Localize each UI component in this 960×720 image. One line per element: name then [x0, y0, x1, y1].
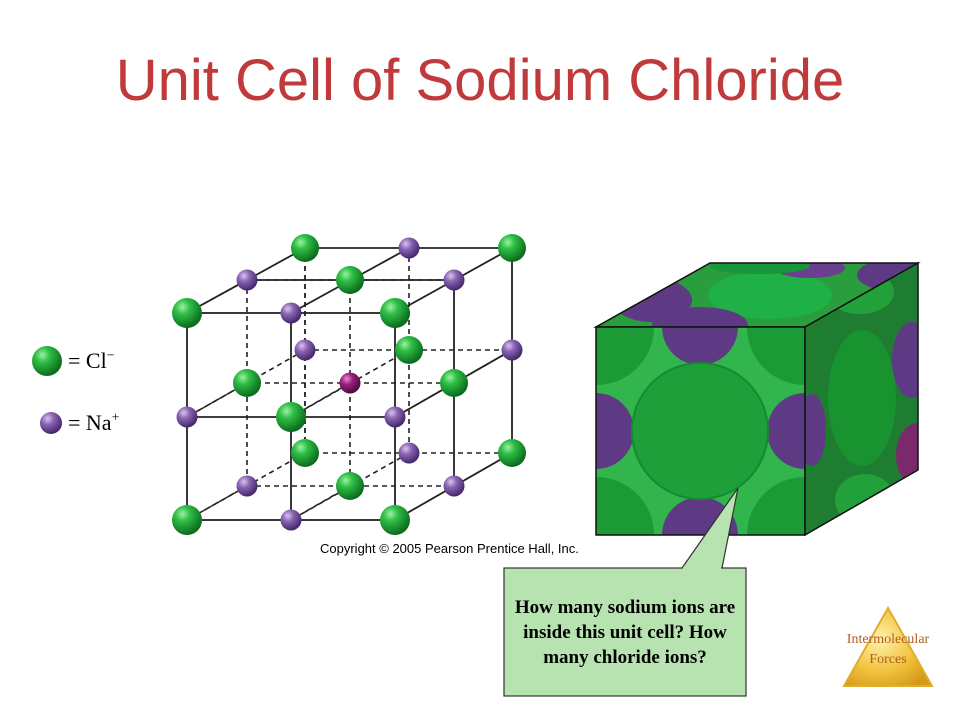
- sodium-ion: [236, 269, 258, 291]
- sodium-ion: [294, 339, 316, 361]
- sodium-ion: [443, 269, 465, 291]
- legend-sodium-sphere: [40, 412, 62, 434]
- ions-front-layer: [172, 298, 410, 535]
- chloride-ion: [172, 505, 202, 535]
- chloride-ion: [291, 439, 319, 467]
- sodium-ion: [176, 406, 198, 428]
- page-title: Unit Cell of Sodium Chloride: [115, 48, 845, 113]
- sodium-ion: [443, 475, 465, 497]
- legend-sodium-charge: +: [111, 410, 120, 426]
- space-filling-model: [593, 261, 921, 537]
- chloride-ion: [336, 266, 364, 294]
- legend-chloride: = Cl−: [68, 348, 115, 374]
- corner-triangle-icon: [842, 605, 934, 687]
- chloride-ion: [440, 369, 468, 397]
- legend-chloride-charge: −: [106, 348, 115, 364]
- chloride-ion: [172, 298, 202, 328]
- sodium-ion: [236, 475, 258, 497]
- chloride-ion: [336, 472, 364, 500]
- sodium-ion: [280, 302, 302, 324]
- chloride-ion: [380, 298, 410, 328]
- legend-chloride-label: = Cl: [68, 348, 107, 373]
- chloride-ion: [233, 369, 261, 397]
- chloride-ion: [291, 234, 319, 262]
- section-label-line1: Intermolecular: [846, 632, 930, 647]
- sodium-ion: [398, 237, 420, 259]
- chloride-ion: [498, 234, 526, 262]
- callout-bubble: [503, 487, 747, 697]
- center-sodium-ion: [339, 372, 361, 394]
- chloride-ion: [276, 402, 306, 432]
- section-label-line2: Forces: [869, 652, 907, 667]
- legend-sodium-label: = Na: [68, 410, 112, 435]
- chloride-ion: [380, 505, 410, 535]
- sodium-ion: [398, 442, 420, 464]
- legend-sodium: = Na+: [68, 410, 119, 436]
- callout-question: How many sodium ions are inside this uni…: [514, 596, 736, 668]
- chloride-ion: [395, 336, 423, 364]
- chloride-ion: [498, 439, 526, 467]
- sodium-ion: [501, 339, 523, 361]
- sodium-ion: [280, 509, 302, 531]
- ions-middle-layer: [233, 266, 468, 500]
- legend-chloride-sphere: [32, 346, 62, 376]
- ions-back-layer: [291, 234, 526, 467]
- section-label: Intermolecular Forces: [828, 630, 948, 670]
- copyright-notice: Copyright © 2005 Pearson Prentice Hall, …: [320, 541, 579, 556]
- sodium-ion: [384, 406, 406, 428]
